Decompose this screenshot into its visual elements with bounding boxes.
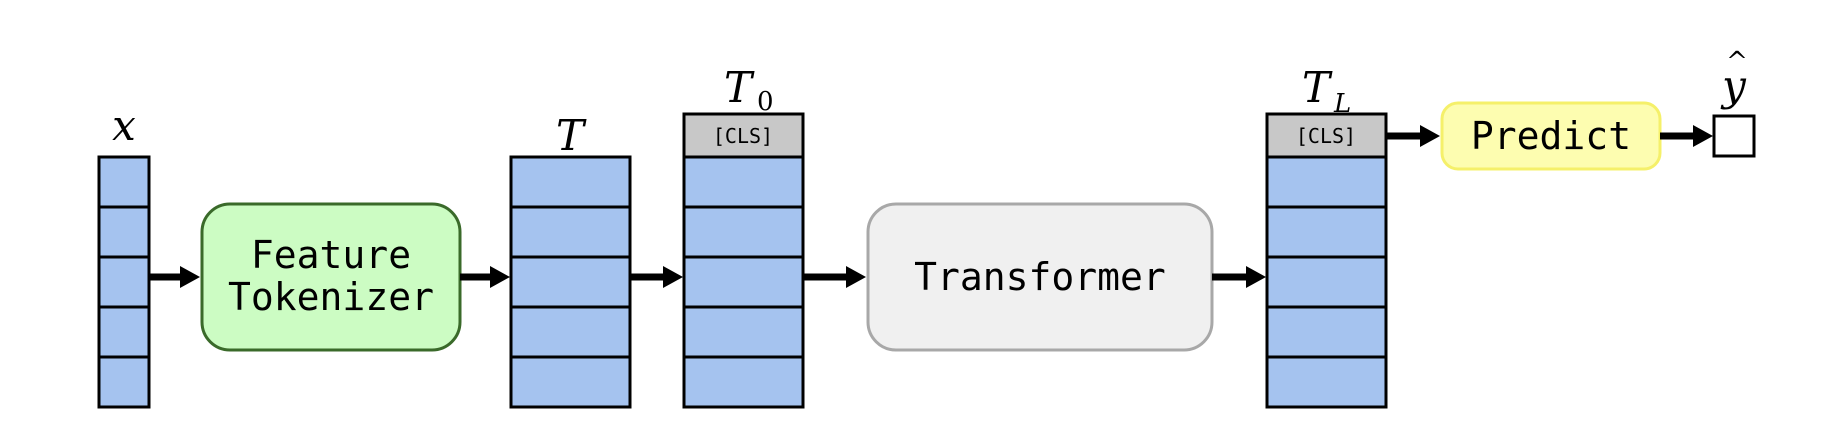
tl-label: T L: [1302, 63, 1351, 119]
feature-tokenizer-line1: Feature: [251, 233, 411, 277]
predict-label: Predict: [1471, 114, 1631, 158]
input-column: [97, 155, 151, 409]
arrow-t0-to-transformer: [803, 266, 866, 288]
tl-cls-label: [CLS]: [1296, 124, 1356, 148]
arrow-cls-to-predict: [1386, 125, 1440, 147]
t0-column: [CLS]: [682, 112, 805, 409]
predict-box: Predict: [1440, 101, 1662, 171]
tokens-label: T: [556, 111, 587, 160]
transformer-box: Transformer: [866, 202, 1214, 352]
svg-text:^: ^: [1726, 47, 1748, 77]
output-box: [1712, 114, 1756, 158]
t0-cls-label: [CLS]: [713, 124, 773, 148]
transformer-label: Transformer: [914, 255, 1166, 299]
arrow-tokens-to-t0: [630, 266, 683, 288]
arrow-input-to-tokenizer: [149, 266, 200, 288]
tokens-column: [509, 155, 632, 409]
arrow-tokenizer-to-tokens: [460, 266, 510, 288]
arrow-predict-to-output: [1660, 125, 1713, 147]
input-label: x: [112, 101, 136, 150]
tl-column: [CLS]: [1265, 112, 1388, 409]
svg-text:T: T: [724, 63, 755, 112]
svg-text:L: L: [1333, 89, 1351, 119]
svg-text:y: y: [1720, 61, 1747, 110]
feature-tokenizer-line2: Tokenizer: [228, 275, 434, 319]
svg-text:0: 0: [757, 87, 774, 117]
t0-label: T 0: [724, 63, 774, 117]
svg-text:T: T: [1302, 63, 1333, 112]
arrow-transformer-to-tl: [1212, 266, 1266, 288]
output-label: y ^: [1720, 47, 1748, 110]
feature-tokenizer-box: Feature Tokenizer: [200, 202, 462, 352]
